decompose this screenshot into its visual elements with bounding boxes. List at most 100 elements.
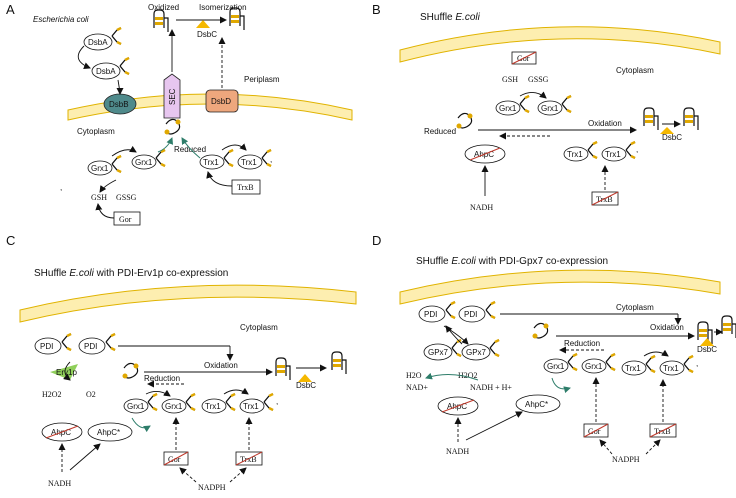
ahpc-deleted-mark-d bbox=[441, 399, 475, 413]
comma: , bbox=[636, 145, 638, 154]
panel-d-label: D bbox=[372, 233, 381, 248]
thiol-icon bbox=[488, 338, 501, 358]
reduction-arrow bbox=[181, 137, 201, 159]
grx-cycle-arrow bbox=[111, 145, 137, 157]
pdi-oval-c bbox=[78, 337, 106, 355]
panel-b-title: SHuffle E.coli bbox=[420, 12, 481, 23]
pdi-label-c: PDI bbox=[84, 342, 97, 351]
dsbc-marker-d bbox=[700, 338, 714, 346]
grx1-label-d: Grx1 bbox=[585, 362, 603, 371]
grx1-oval bbox=[87, 160, 113, 176]
membrane-a bbox=[67, 93, 353, 121]
dsbc-marker-b bbox=[660, 127, 674, 134]
trx1-oval-c bbox=[201, 398, 227, 414]
thiol-icon bbox=[566, 352, 579, 372]
reduction-label-c: Reduction bbox=[144, 374, 180, 383]
periplasm-label-a: Periplasm bbox=[244, 75, 280, 84]
gpx-pdi-arrow-d bbox=[445, 325, 463, 345]
grx-reduction-arrow-c bbox=[131, 417, 151, 433]
cytoplasm-label-a: Cytoplasm bbox=[77, 127, 115, 136]
pdi-oval-d bbox=[458, 305, 486, 323]
gor-arrow bbox=[95, 203, 115, 219]
ahpc-star-oval-c bbox=[87, 422, 133, 442]
grx1-oval-d bbox=[581, 358, 607, 374]
gssg-label-b: GSSG bbox=[528, 75, 549, 84]
gpx7-oval-d bbox=[461, 343, 491, 361]
pdi-oval-c bbox=[34, 337, 62, 355]
trx1-label: Trx1 bbox=[203, 158, 219, 167]
grx1-oval-c bbox=[123, 398, 149, 414]
thiol-icon bbox=[184, 392, 197, 412]
dsba-label-1: DsbA bbox=[88, 38, 108, 47]
pdi-label-d: PDI bbox=[424, 310, 437, 319]
oxidation-label-d: Oxidation bbox=[650, 323, 684, 332]
pdi-label-d: PDI bbox=[464, 310, 477, 319]
thiol-icon bbox=[222, 148, 235, 168]
reduced-label-b: Reduced bbox=[424, 127, 456, 136]
nadh-label-b: NADH bbox=[470, 203, 493, 212]
gor-deleted-mark-c bbox=[163, 451, 189, 466]
grx1-label-c: Grx1 bbox=[127, 402, 145, 411]
trx1-oval-b bbox=[563, 146, 589, 162]
ahpc-deleted-mark bbox=[469, 147, 501, 161]
thiol-icon bbox=[624, 140, 637, 160]
trx1-label-c: Trx1 bbox=[243, 402, 259, 411]
reduced-protein-icon-b bbox=[455, 112, 474, 130]
dsbc-label-d: DsbC bbox=[697, 345, 717, 354]
trx1-label-d: Trx1 bbox=[663, 364, 679, 373]
thiol-icon bbox=[154, 148, 167, 168]
trx1-label-c: Trx1 bbox=[205, 402, 221, 411]
thiol-icon bbox=[110, 26, 123, 46]
panel-a-label: A bbox=[6, 2, 15, 17]
grx1-oval-c bbox=[161, 398, 187, 414]
dsbc-label-b: DsbC bbox=[662, 133, 682, 142]
panel-b-label: B bbox=[372, 2, 381, 17]
panel-a: A Escherichia coli DsbB SEC DsbD DsbA Ds… bbox=[6, 2, 353, 226]
thiol-icon bbox=[484, 300, 497, 320]
gsh-arrow bbox=[99, 179, 117, 193]
dsbc-marker-c bbox=[298, 374, 312, 382]
ahpc-star-label-c: AhpC* bbox=[97, 428, 120, 437]
panel-b: B SHuffle E.coli Cytoplasm Gor GSH GSSG … bbox=[372, 2, 721, 212]
gor-deleted-mark-d bbox=[583, 423, 609, 438]
dsba-oval-1 bbox=[83, 33, 113, 51]
grx-cycle-arrow-b bbox=[519, 91, 547, 99]
oxidized-protein-icon-c bbox=[275, 357, 291, 381]
thiol-icon bbox=[146, 392, 159, 412]
dsba-dsbb-arrow bbox=[116, 79, 124, 95]
dsba-oval-2 bbox=[91, 62, 121, 80]
cytoplasm-label-d: Cytoplasm bbox=[616, 303, 654, 312]
thiol-icon bbox=[644, 354, 657, 374]
membrane-b bbox=[399, 26, 721, 63]
sec-translocon bbox=[163, 73, 181, 119]
gsh-label-b: GSH bbox=[502, 75, 518, 84]
dsba-cycle-arrow bbox=[77, 45, 91, 70]
pdi-label-c: PDI bbox=[40, 342, 53, 351]
trx1-label-b: Trx1 bbox=[567, 150, 583, 159]
trx-cycle-arrow-c bbox=[223, 387, 249, 395]
isomerization-label: Isomerization bbox=[199, 3, 247, 12]
oxidized-label: Oxidized bbox=[148, 3, 179, 12]
pdi-oval-d bbox=[418, 305, 446, 323]
trx1-label-b: Trx1 bbox=[605, 150, 621, 159]
nadh-h-label-d: NADH + H+ bbox=[470, 383, 512, 392]
nadph-gor-arrow-d bbox=[599, 439, 613, 455]
h2o2-label-d: H2O2 bbox=[458, 371, 478, 380]
erv1p-label: Erv1p bbox=[56, 368, 77, 377]
organism-label: Escherichia coli bbox=[33, 15, 89, 24]
grx1-label-b: Grx1 bbox=[499, 104, 517, 113]
trx1-oval-d bbox=[621, 360, 647, 376]
oxidation-label-c: Oxidation bbox=[204, 361, 238, 370]
trx1-label: Trx1 bbox=[241, 158, 257, 167]
membrane-d bbox=[399, 269, 721, 305]
oxidation-label-b: Oxidation bbox=[588, 119, 622, 128]
reduced-protein-icon-c bbox=[121, 362, 140, 380]
folded-protein-icon-c bbox=[331, 351, 347, 375]
grx1-oval-b bbox=[495, 100, 521, 116]
dsbb-label: DsbB bbox=[109, 100, 129, 109]
dsbc-marker bbox=[196, 20, 210, 28]
nadh-label-c: NADH bbox=[48, 479, 71, 488]
trx1-oval-d bbox=[659, 360, 685, 376]
nad-label-d: NAD+ bbox=[406, 383, 428, 392]
